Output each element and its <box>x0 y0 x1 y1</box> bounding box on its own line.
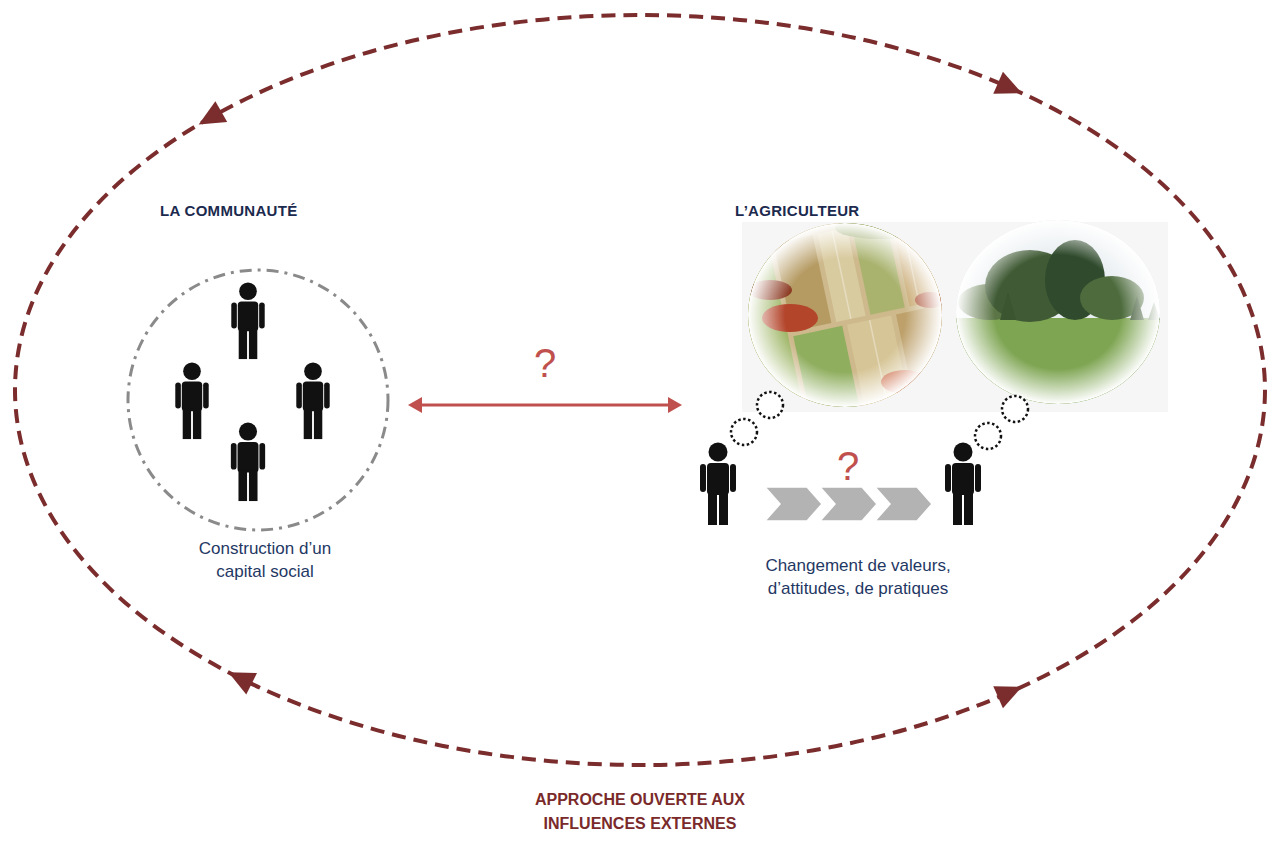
field-photo <box>718 180 976 450</box>
thought-bubble <box>731 419 757 445</box>
person-icon <box>945 443 981 526</box>
edge-label: ? <box>515 343 575 383</box>
cycle-arrowhead <box>193 101 227 135</box>
node-caption: Changement de valeurs, d’attitudes, de p… <box>743 555 973 601</box>
text-slot: ? <box>818 446 878 486</box>
circle-outline <box>110 190 405 590</box>
person-icon <box>175 362 208 439</box>
node-caption: Construction d’un capital social <box>185 538 345 584</box>
thought-bubble <box>1002 396 1028 422</box>
person-icon <box>700 443 736 526</box>
node-title: LA COMMUNAUTÉ <box>160 202 360 220</box>
person-icon <box>296 362 329 439</box>
text-slot: Changement de valeurs, d’attitudes, de p… <box>743 555 973 601</box>
farmer-panel: L’AGRICULTEUR Changement de valeurs, d’at… <box>685 190 1175 620</box>
thought-bubble <box>757 392 783 418</box>
footer-note: APPROCHE OUVERTE AUX INFLUENCES EXTERNES <box>515 788 765 836</box>
text-slot: LA COMMUNAUTÉ <box>160 202 360 220</box>
community-circle: LA COMMUNAUTÉ Construction d’un capital s… <box>110 190 405 590</box>
chevron <box>875 487 932 521</box>
chevron <box>765 487 822 521</box>
cycle-ellipse <box>15 15 1265 765</box>
text-slot: L’AGRICULTEUR <box>735 202 935 220</box>
chevron <box>820 487 877 521</box>
person-icon <box>231 422 265 501</box>
person-icon <box>231 282 264 359</box>
thought-bubble <box>975 423 1001 449</box>
node-title: L’AGRICULTEUR <box>735 202 935 220</box>
arrowhead <box>668 397 682 413</box>
dash-dot-circle <box>128 270 388 530</box>
text-slot: Construction d’un capital social <box>185 538 345 584</box>
hedgerow-photo <box>950 215 1165 418</box>
question-mark: ? <box>818 446 878 486</box>
text-slot: ? <box>515 343 575 383</box>
cycle-arrowhead <box>223 661 257 694</box>
text-slot: APPROCHE OUVERTE AUX INFLUENCES EXTERNES <box>515 788 765 836</box>
arrowhead <box>408 397 422 413</box>
double-arrow <box>420 404 670 407</box>
cycle-arrowhead <box>993 676 1026 708</box>
cycle-arrowhead <box>993 72 1026 104</box>
